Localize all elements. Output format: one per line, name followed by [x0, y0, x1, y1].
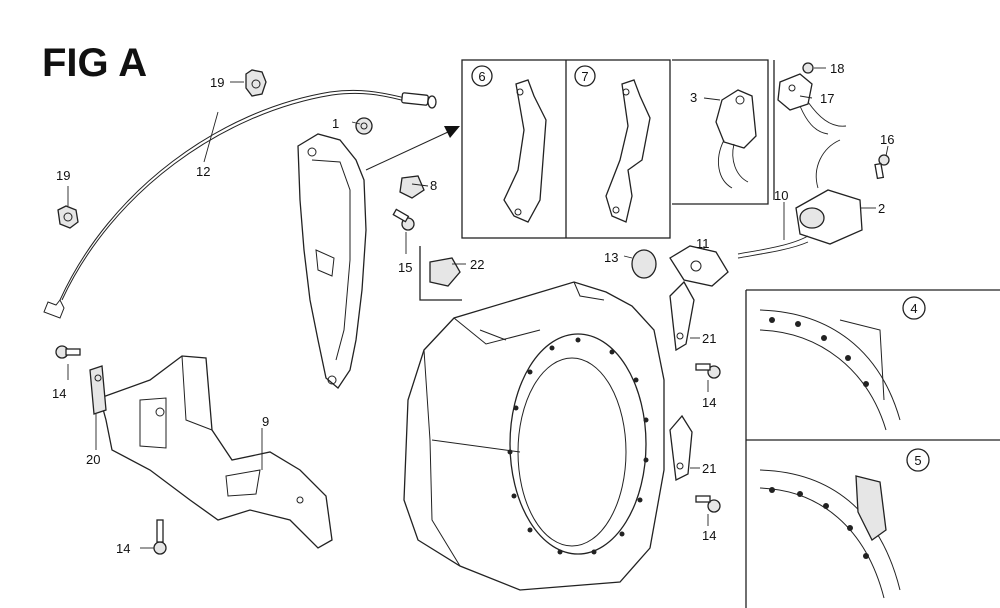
leader-lines	[67, 67, 889, 549]
part-label-9: 9	[262, 414, 269, 429]
switch-inset-box	[672, 59, 775, 205]
svg-text:5: 5	[914, 453, 921, 468]
part-label-14-right-upper: 14	[702, 395, 716, 410]
part-label-10: 10	[774, 188, 788, 203]
washer-1	[355, 117, 373, 135]
cable-assembly	[43, 69, 437, 319]
part-label-2: 2	[878, 201, 885, 216]
grommet-13	[631, 249, 657, 279]
part-label-3: 3	[690, 90, 697, 105]
part-label-22: 22	[470, 257, 484, 272]
part-label-19-left: 19	[56, 168, 70, 183]
cable-clamp-top	[245, 69, 267, 97]
part-label-11: 11	[696, 236, 710, 251]
part-label-1: 1	[332, 116, 339, 131]
part-label-21-lower: 21	[702, 461, 716, 476]
part-label-21-upper: 21	[702, 331, 716, 346]
part-label-14-bottom: 14	[116, 541, 130, 556]
side-shroud-plate	[297, 133, 367, 389]
screw-18	[802, 62, 814, 74]
part-label-13: 13	[604, 250, 618, 265]
part-label-16: 16	[880, 132, 894, 147]
control-unit-2	[795, 139, 863, 245]
lower-baffle	[99, 355, 333, 549]
part-label-19-top: 19	[210, 75, 224, 90]
svg-text:4: 4	[910, 301, 917, 316]
part-label-12: 12	[196, 164, 210, 179]
bracket-21-upper	[669, 280, 695, 352]
part-label-18: 18	[830, 61, 844, 76]
variant-6-plate	[503, 79, 547, 223]
variant-marker-5: 5	[906, 448, 930, 472]
detail-inset-5	[746, 439, 1000, 599]
svg-text:6: 6	[478, 69, 485, 84]
switch-11	[669, 245, 729, 287]
screw-16	[874, 154, 890, 180]
variant-marker-6: 6	[471, 65, 493, 87]
clip-22-inset	[419, 246, 462, 301]
variant-7-plate	[605, 79, 651, 223]
fan-cover	[403, 281, 665, 591]
variant-arrow	[365, 126, 460, 171]
bolt-upper-left	[55, 345, 81, 359]
part-label-14-left: 14	[52, 386, 66, 401]
detail-inset-4	[745, 289, 1000, 608]
bolt-bottom	[153, 519, 167, 555]
bracket-21-lower	[669, 414, 693, 481]
cable-clamp-left	[57, 205, 79, 229]
svg-text:7: 7	[581, 69, 588, 84]
variant-marker-7: 7	[574, 65, 596, 87]
variant-marker-4: 4	[902, 296, 926, 320]
variant-box	[461, 59, 671, 239]
part-label-15: 15	[398, 260, 412, 275]
bolt-right-upper	[695, 363, 721, 379]
part-label-20: 20	[86, 452, 100, 467]
small-bracket	[89, 365, 107, 415]
bolt-15	[392, 208, 415, 231]
grommet-8	[399, 175, 425, 199]
bolt-right-lower	[695, 495, 721, 513]
figure-title: FIG A	[42, 41, 147, 85]
switch-17	[777, 73, 847, 135]
wire-10	[737, 235, 809, 259]
part-label-17: 17	[820, 91, 834, 106]
part-label-8: 8	[430, 178, 437, 193]
part-label-14-right-lower: 14	[702, 528, 716, 543]
switch-3	[715, 89, 757, 189]
